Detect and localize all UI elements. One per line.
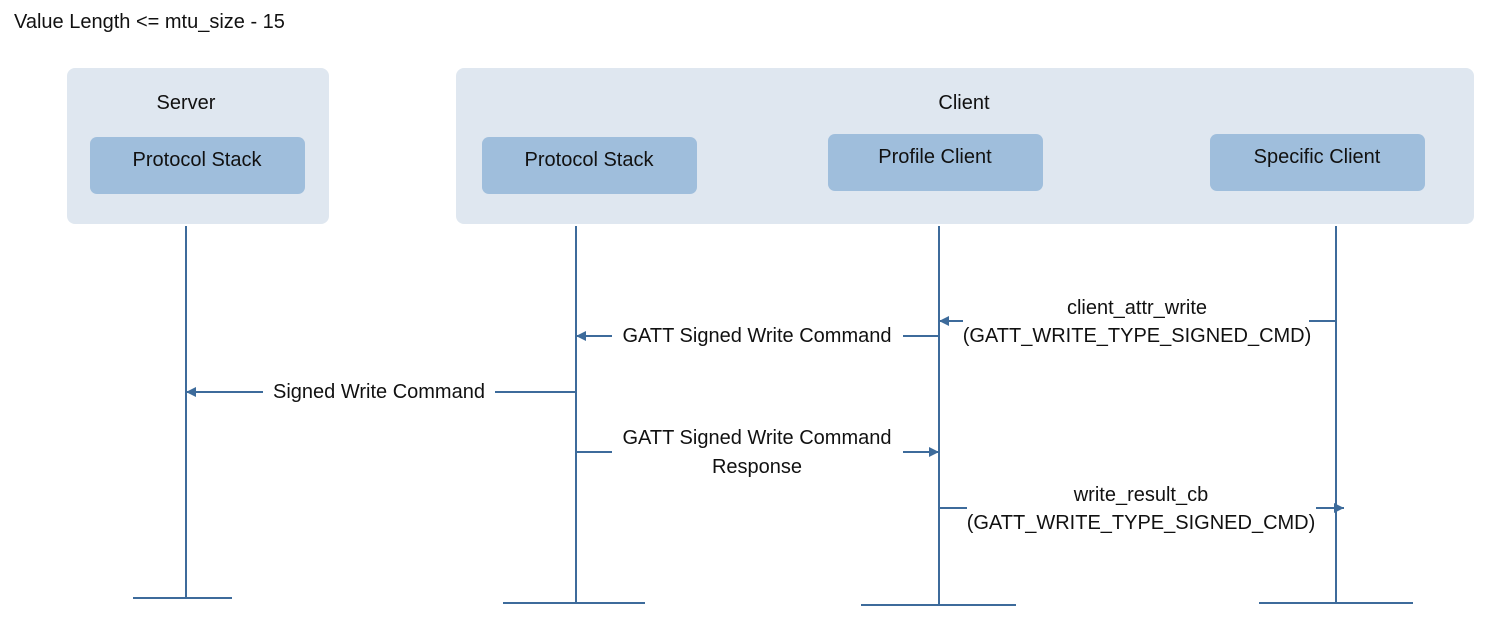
server-group-label: Server [157,92,216,114]
msg1-label-line2: (GATT_WRITE_TYPE_SIGNED_CMD) [963,325,1312,347]
msg4-label-line2: Response [712,456,802,478]
msg5-label-line2: (GATT_WRITE_TYPE_SIGNED_CMD) [967,512,1316,534]
specific-client-label: Specific Client [1254,146,1381,168]
msg1-label-line1: client_attr_write [1067,297,1207,319]
msg4-label-line1: GATT Signed Write Command [623,427,892,449]
msg5-label-line1: write_result_cb [1073,484,1209,506]
value-length-note: Value Length <= mtu_size - 15 [14,11,285,33]
msg3-label: Signed Write Command [273,381,485,403]
server-protocol-stack-block [90,137,305,194]
client-group-label: Client [938,92,990,114]
profile-client-label: Profile Client [878,146,992,168]
specific-client-block [1210,134,1425,191]
profile-client-block [828,134,1043,191]
server-protocol-stack-label: Protocol Stack [133,149,263,171]
client-protocol-stack-label: Protocol Stack [525,149,655,171]
msg2-label: GATT Signed Write Command [623,325,892,347]
client-protocol-stack-block [482,137,697,194]
